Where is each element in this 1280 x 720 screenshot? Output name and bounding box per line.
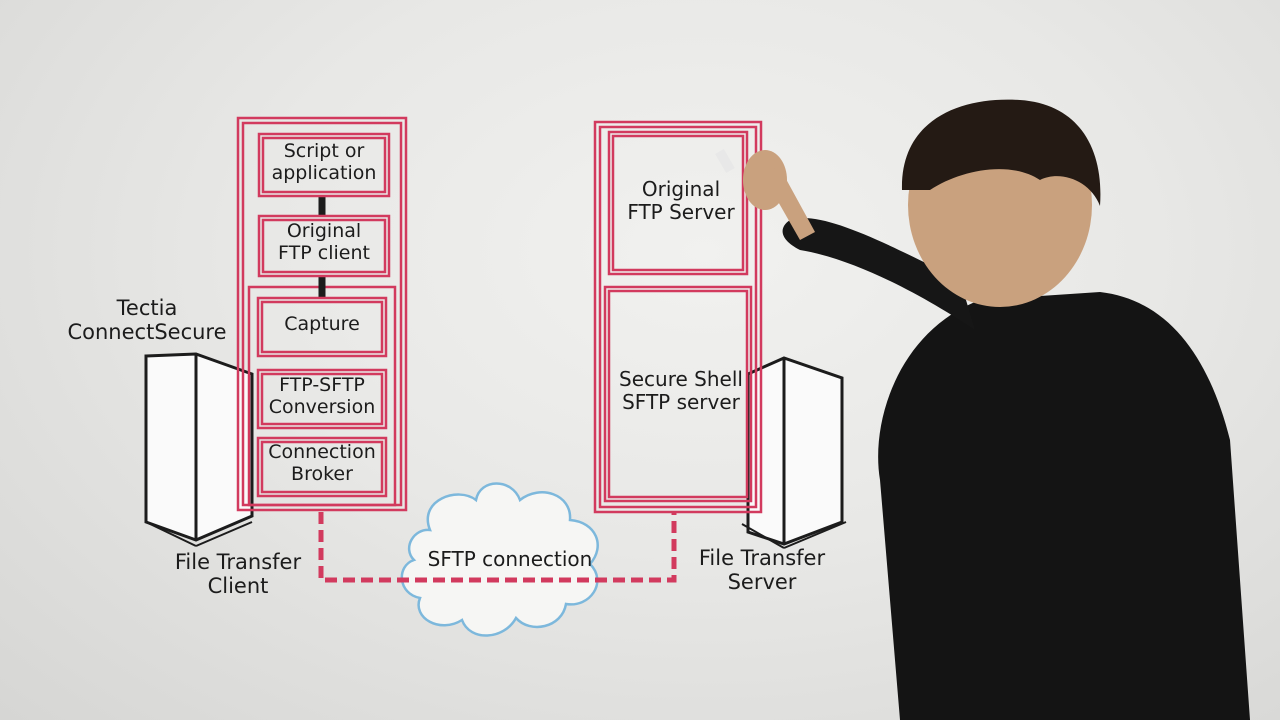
conversion-box (256, 368, 388, 430)
capture-box (256, 296, 388, 358)
conversion-box-label: FTP-SFTP Conversion (268, 374, 376, 418)
connection-label: SFTP connection (427, 547, 593, 571)
server-label: File Transfer Server (698, 546, 826, 595)
broker-box (256, 436, 388, 498)
sftp-server-box (603, 285, 753, 503)
cloud-shape (400, 482, 599, 637)
sftp-server-box-label: Secure Shell SFTP server (619, 367, 743, 414)
ftp-server-box-label: Original FTP Server (627, 177, 735, 224)
ftp-server-box (607, 130, 749, 276)
ftp-client-box (257, 214, 391, 278)
broker-box-label: Connection Broker (268, 441, 376, 485)
client-stack-frame (236, 116, 408, 512)
server-tower-icon (741, 356, 847, 549)
sftp-connection-line (318, 512, 677, 583)
ftp-client-box-label: Original FTP client (278, 220, 370, 264)
server-stack-frame (593, 120, 763, 514)
capture-box-label: Capture (284, 313, 360, 335)
script-box-label: Script or application (271, 140, 377, 184)
client-server-tower-icon (144, 352, 254, 547)
client-product-label: Tectia ConnectSecure (67, 296, 227, 345)
presenter (715, 99, 1250, 720)
client-label: File Transfer Client (174, 550, 302, 599)
script-box (257, 132, 391, 198)
